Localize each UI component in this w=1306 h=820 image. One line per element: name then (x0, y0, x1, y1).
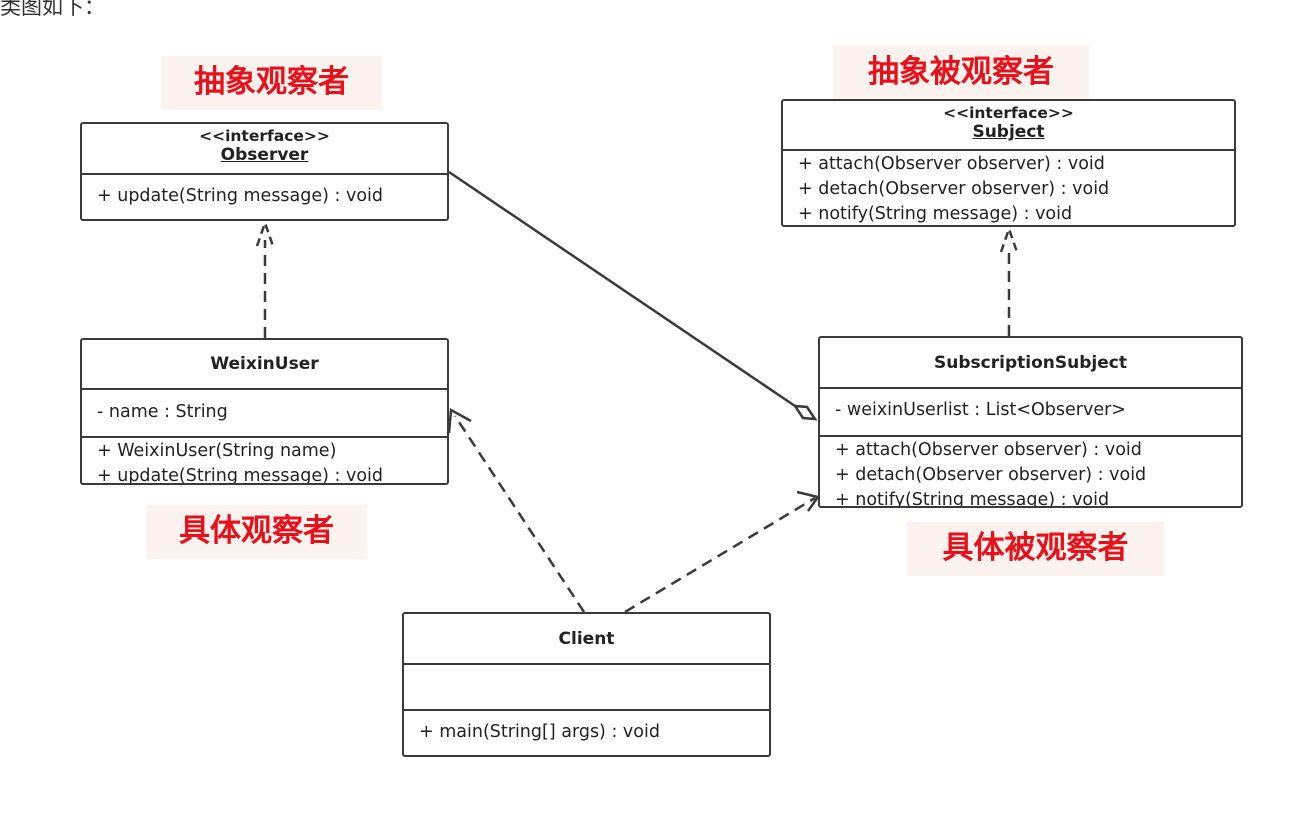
class-weixin-user-header: WeixinUser (82, 340, 447, 390)
class-observer-stereotype: <<interface>> (199, 127, 330, 145)
class-subject[interactable]: <<interface>> Subject + attach(Observer … (781, 99, 1236, 227)
class-subscription-subject-name: SubscriptionSubject (934, 352, 1127, 373)
realization-arrowhead-observer (255, 219, 275, 247)
dependency-client-weixin-user (453, 415, 586, 613)
method-row: + update(String message) : void (97, 186, 384, 206)
class-subscription-subject-methods: + attach(Observer observer) : void + det… (820, 435, 1241, 508)
class-observer[interactable]: <<interface>> Observer + update(String m… (80, 122, 449, 221)
class-subject-name: Subject (972, 122, 1045, 142)
class-subscription-subject-header: SubscriptionSubject (820, 338, 1241, 389)
method-row: + detach(Observer observer) : void (835, 465, 1147, 485)
attribute-row: - weixinUserlist : List<Observer> (835, 400, 1126, 420)
realization-arrowhead-subject (999, 225, 1019, 253)
method-row: + detach(Observer observer) : void (798, 179, 1110, 199)
class-weixin-user-name: WeixinUser (210, 354, 319, 374)
class-client-header: Client (404, 614, 769, 665)
method-row: + attach(Observer observer) : void (835, 440, 1142, 460)
class-client[interactable]: Client + main(String[] args) : void (402, 612, 771, 757)
method-row: + notify(String message) : void (835, 490, 1110, 508)
dependency-client-subscription-subject (624, 496, 816, 614)
method-row: + WeixinUser(String name) (97, 441, 337, 461)
dependency-arrowhead-weixin-user (447, 407, 472, 434)
class-weixin-user-attributes: - name : String (82, 390, 447, 436)
method-row: + main(String[] args) : void (419, 722, 660, 742)
class-subject-stereotype: <<interface>> (943, 104, 1074, 122)
caption-fragment: 类图如下： (0, 0, 105, 19)
class-subject-methods: + attach(Observer observer) : void + det… (783, 151, 1234, 225)
label-abstract-observer: 抽象观察者 (161, 56, 382, 110)
class-subject-header: <<interface>> Subject (783, 101, 1234, 151)
class-client-methods: + main(String[] args) : void (404, 709, 769, 745)
class-client-name: Client (558, 628, 615, 649)
attribute-row: - name : String (97, 402, 228, 422)
label-concrete-subject: 具体被观察者 (907, 522, 1164, 576)
label-concrete-observer: 具体观察者 (146, 505, 367, 559)
aggregation-line (448, 170, 796, 408)
class-subscription-subject-attributes: - weixinUserlist : List<Observer> (820, 389, 1241, 435)
aggregation-diamond (792, 404, 818, 421)
class-observer-methods: + update(String message) : void (82, 175, 447, 209)
class-observer-name: Observer (220, 145, 309, 165)
method-row: + update(String message) : void (97, 466, 384, 485)
class-weixin-user[interactable]: WeixinUser - name : String + WeixinUser(… (80, 338, 449, 485)
dependency-arrowhead-subscription-subject (796, 490, 821, 512)
class-weixin-user-methods: + WeixinUser(String name) + update(Strin… (82, 436, 447, 485)
class-subscription-subject[interactable]: SubscriptionSubject - weixinUserlist : L… (818, 336, 1243, 508)
method-row: + notify(String message) : void (798, 204, 1073, 224)
class-observer-header: <<interface>> Observer (82, 124, 447, 175)
label-abstract-subject: 抽象被观察者 (833, 46, 1089, 100)
method-row: + attach(Observer observer) : void (798, 154, 1105, 174)
